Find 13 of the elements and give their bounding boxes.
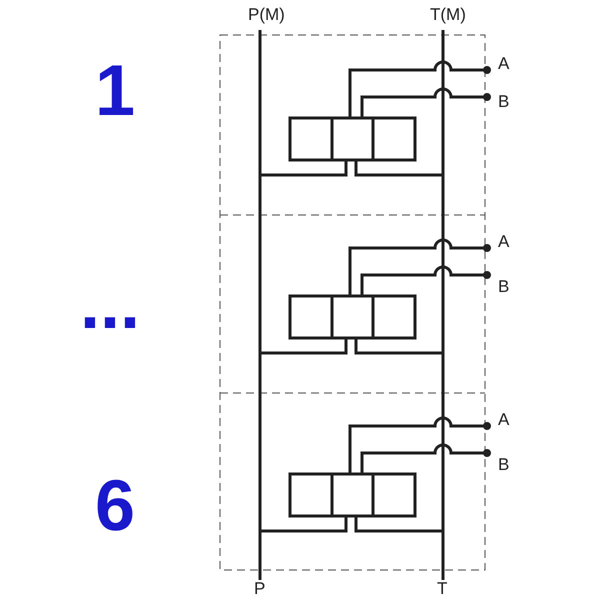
port-label: P	[254, 580, 266, 597]
port-label: B	[498, 278, 510, 295]
section-number: 1	[95, 55, 136, 127]
port-label: B	[498, 456, 510, 473]
ellipsis-mark: ...	[80, 268, 140, 340]
port-label: A	[498, 55, 510, 72]
port-label: B	[498, 93, 510, 110]
port-label: A	[498, 233, 510, 250]
section-number: 6	[95, 470, 136, 542]
port-label: T(M)	[430, 6, 466, 23]
port-label: A	[498, 411, 510, 428]
port-label: T	[437, 580, 448, 597]
port-label: P(M)	[248, 6, 285, 23]
